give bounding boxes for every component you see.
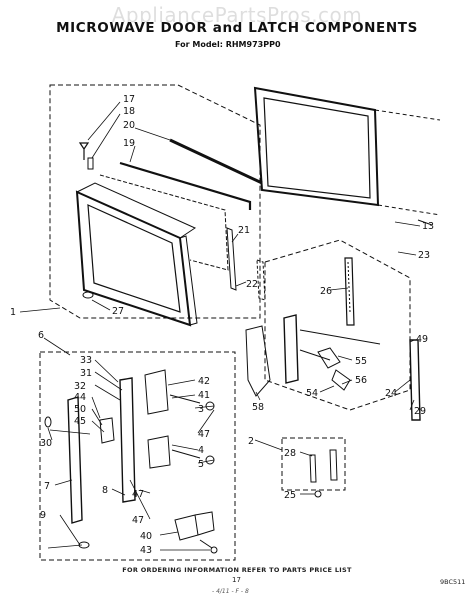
handwritten-note: - 4/11 - F - 8 [212, 588, 249, 595]
hinge-bar [67, 396, 83, 524]
callout-13: 13 [422, 221, 434, 232]
callout-26: 26 [320, 286, 332, 297]
latch-hook [283, 314, 299, 384]
callout-33: 33 [80, 355, 92, 366]
callout-30: 30 [40, 438, 52, 449]
page-number: 17 [232, 576, 241, 584]
door-switch [174, 511, 215, 541]
model-subtitle: For Model: RHM973PP0 [175, 40, 281, 49]
cabinet-frame [253, 86, 380, 207]
callout-24: 24 [385, 388, 397, 399]
callout-17: 17 [123, 94, 135, 105]
callout-40: 40 [140, 531, 152, 542]
callout-25: 25 [284, 490, 296, 501]
callout-28: 28 [284, 448, 296, 459]
callout-5: 5 [198, 459, 204, 470]
callout-4: 4 [198, 445, 204, 456]
assembly-outline [49, 84, 261, 319]
callout-29: 29 [414, 406, 426, 417]
callout-23: 23 [418, 250, 430, 261]
callout-19: 19 [123, 138, 135, 149]
gasket-strip [226, 227, 237, 291]
callout-47-b: 47 [132, 489, 144, 500]
callout-31: 31 [80, 368, 92, 379]
spring-box [281, 437, 346, 491]
callout-50: 50 [74, 404, 86, 415]
door-panel [75, 190, 192, 327]
document-code: 9BC511 [440, 578, 466, 586]
callout-45: 45 [74, 416, 86, 427]
callout-6: 6 [38, 330, 44, 341]
callout-55: 55 [355, 356, 367, 367]
callout-20: 20 [123, 120, 135, 131]
callout-54: 54 [306, 388, 318, 399]
cover-plate [245, 325, 271, 397]
callout-44: 44 [74, 392, 86, 403]
callout-58: 58 [252, 402, 264, 413]
callout-1: 1 [10, 307, 16, 318]
callout-8: 8 [102, 485, 108, 496]
callout-18: 18 [123, 106, 135, 117]
callout-42: 42 [198, 376, 210, 387]
callout-9: 9 [40, 510, 46, 521]
callout-41: 41 [198, 390, 210, 401]
callout-2: 2 [248, 436, 254, 447]
diagram-title: MICROWAVE DOOR and LATCH COMPONENTS [56, 20, 418, 36]
callout-32: 32 [74, 381, 86, 392]
callout-3: 3 [198, 404, 204, 415]
screw-17 [78, 142, 90, 160]
callout-56: 56 [355, 375, 367, 386]
callout-27: 27 [112, 306, 124, 317]
callout-43: 43 [140, 545, 152, 556]
callout-49: 49 [416, 334, 428, 345]
switch-actuator [409, 339, 421, 421]
callout-22: 22 [246, 279, 258, 290]
hinge-outline [39, 351, 236, 561]
callout-21: 21 [238, 225, 250, 236]
callout-47-a: 47 [198, 429, 210, 440]
callout-7: 7 [44, 481, 50, 492]
ordering-note: FOR ORDERING INFORMATION REFER TO PARTS … [122, 566, 352, 574]
watermark: AppliancePartsPros.com [111, 3, 363, 27]
callout-47-c: 47 [132, 515, 144, 526]
door-choke [99, 174, 229, 271]
